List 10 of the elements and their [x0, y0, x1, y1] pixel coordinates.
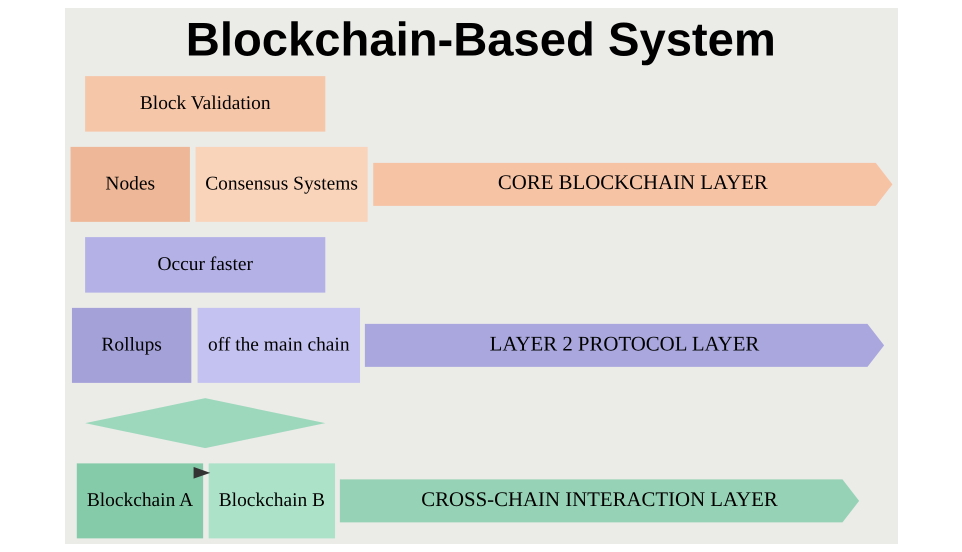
node-box: Nodes	[70, 146, 190, 222]
node-box: Block Validation	[84, 76, 325, 132]
node-diamond	[84, 398, 325, 448]
node-box: off the main chain	[197, 308, 360, 383]
diagram-title: Blockchain-Based System	[185, 14, 776, 67]
node-box: Rollups	[71, 308, 191, 383]
arrow	[193, 466, 210, 479]
node-box: Blockchain B	[208, 463, 335, 538]
node-box: Occur faster	[84, 237, 325, 293]
node-box: Consensus Systems	[195, 146, 368, 222]
